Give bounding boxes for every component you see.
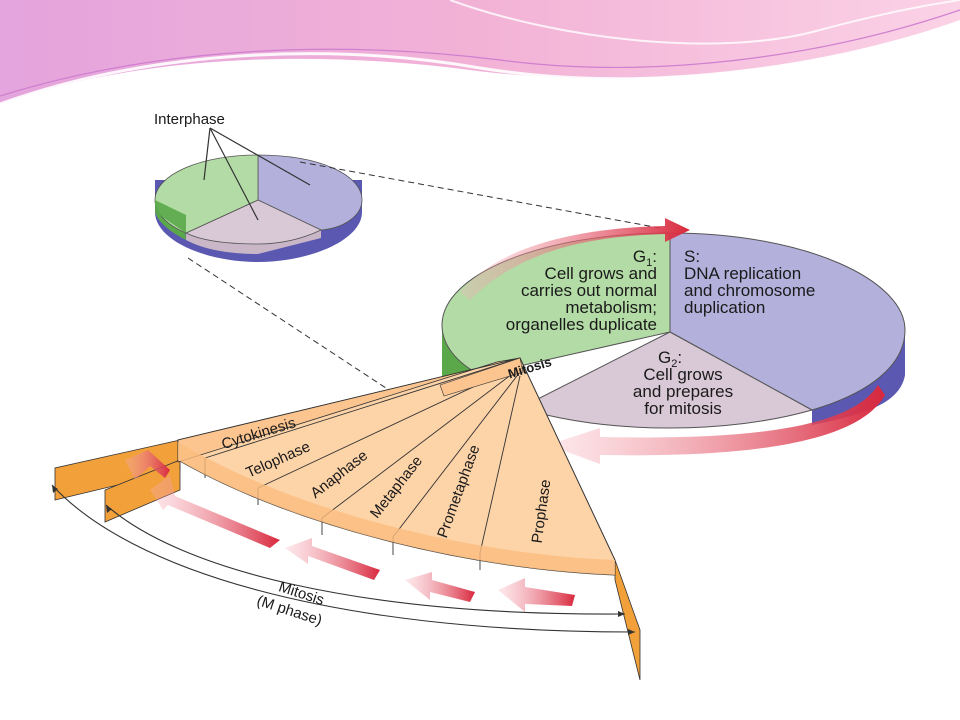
s-line-3: duplication xyxy=(684,298,765,317)
s-line-1: DNA replication xyxy=(684,264,801,283)
mitosis-fan xyxy=(54,357,641,681)
cycle-arrow-top xyxy=(460,218,690,300)
g2-heading: G2: xyxy=(658,348,682,370)
phase-arrows xyxy=(125,450,575,612)
mitosis-bracket xyxy=(51,484,636,635)
projection-line-bottom xyxy=(187,257,393,393)
g1-heading: G1: xyxy=(633,247,657,269)
s-line-2: and chromosome xyxy=(684,281,815,300)
cell-cycle-pie xyxy=(441,232,906,429)
header-banner xyxy=(0,0,960,106)
interphase-mini-pie xyxy=(154,127,363,262)
interphase-label: Interphase xyxy=(154,111,225,128)
g1-line-2: carries out normal xyxy=(521,281,657,300)
s-heading: S: xyxy=(684,247,700,266)
g1-line-3: metabolism; xyxy=(565,298,657,317)
g1-line-4: organelles duplicate xyxy=(506,315,657,334)
g1-line-1: Cell grows and xyxy=(545,264,657,283)
g2-line-3: for mitosis xyxy=(644,399,721,418)
g2-line-2: and prepares xyxy=(633,382,733,401)
g2-line-1: Cell grows xyxy=(643,365,722,384)
projection-line-top xyxy=(299,161,661,229)
cycle-arrow-bottom xyxy=(548,385,885,464)
